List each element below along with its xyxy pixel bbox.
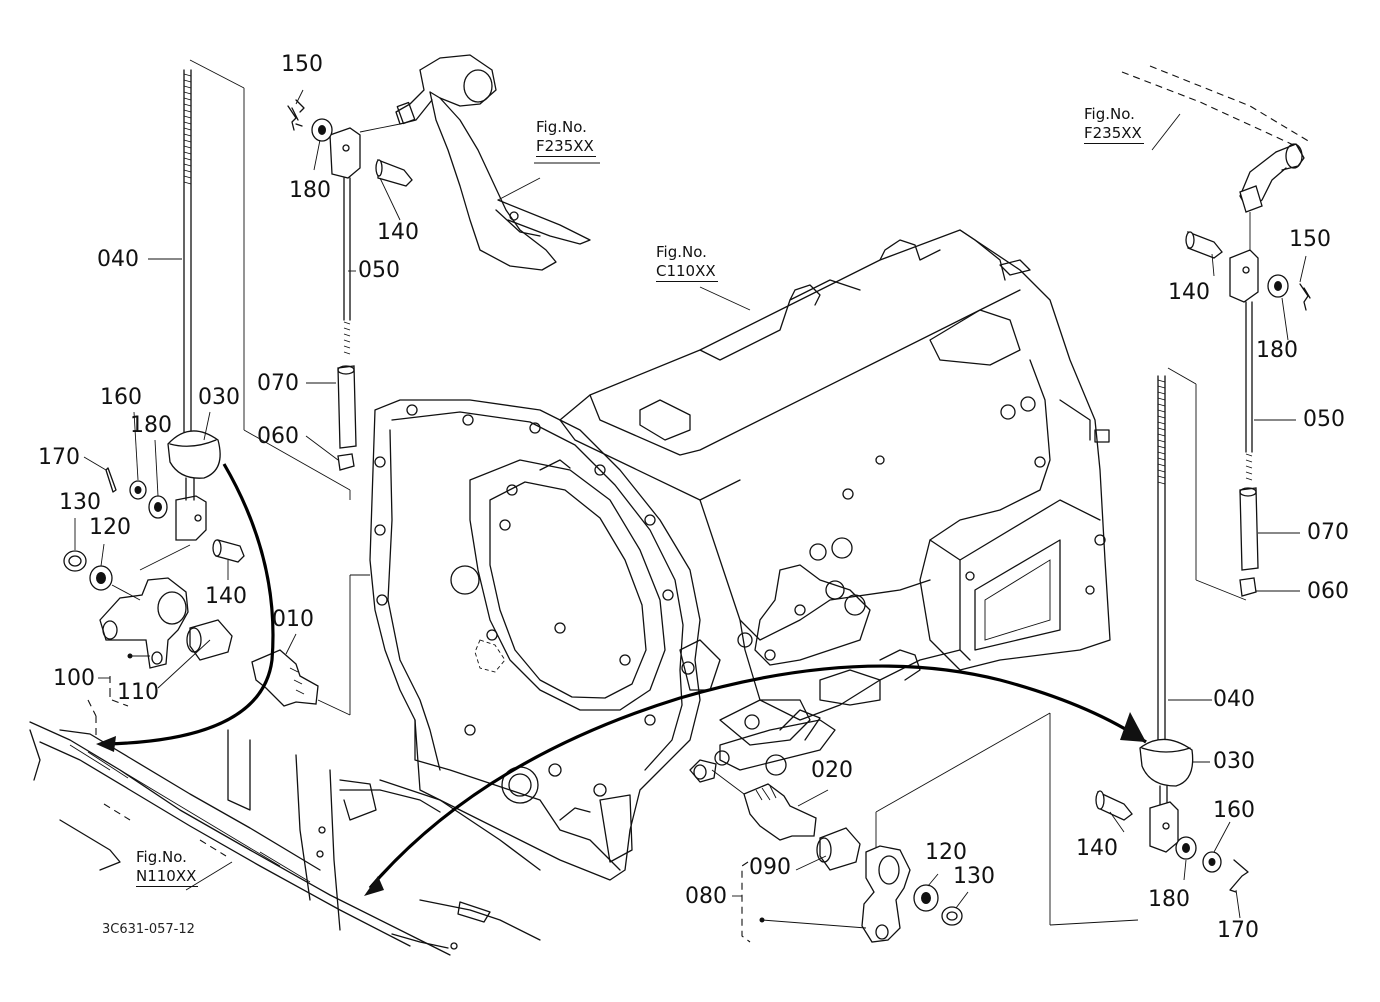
label-180-right-top: 180 xyxy=(1256,338,1298,363)
figref-c110: Fig.No. C110XX xyxy=(656,243,718,282)
label-060-right: 060 xyxy=(1307,579,1349,604)
figref-f235-left-line1: Fig.No. xyxy=(536,118,587,136)
label-070-right: 070 xyxy=(1307,520,1349,545)
label-140-right-bottom: 140 xyxy=(1076,836,1118,861)
label-160-right: 160 xyxy=(1213,798,1255,823)
figref-c110-line2: C110XX xyxy=(656,261,718,282)
figref-f235-left-line2: F235XX xyxy=(536,136,596,157)
label-170-right: 170 xyxy=(1217,918,1259,943)
figref-f235-right: Fig.No. F235XX xyxy=(1084,105,1144,144)
label-180-right-bottom: 180 xyxy=(1148,887,1190,912)
label-120-right: 120 xyxy=(925,840,967,865)
label-100: 100 xyxy=(53,666,95,691)
label-010: 010 xyxy=(272,607,314,632)
label-130-right: 130 xyxy=(953,864,995,889)
figref-f235-left: Fig.No. F235XX xyxy=(536,118,596,157)
label-070-left: 070 xyxy=(257,371,299,396)
connection-arcs xyxy=(96,463,1147,896)
label-030-right: 030 xyxy=(1213,749,1255,774)
label-150-left: 150 xyxy=(281,52,323,77)
label-140-right-top: 140 xyxy=(1168,280,1210,305)
label-120-left: 120 xyxy=(89,515,131,540)
label-140-left-bottom: 140 xyxy=(205,584,247,609)
figref-n110: Fig.No. N110XX xyxy=(136,848,199,887)
label-160-left: 160 xyxy=(100,385,142,410)
label-080: 080 xyxy=(685,884,727,909)
transmission-case xyxy=(369,229,1111,881)
figref-c110-line1: Fig.No. xyxy=(656,243,707,261)
label-130-left: 130 xyxy=(59,490,101,515)
label-150-right: 150 xyxy=(1289,227,1331,252)
label-110: 110 xyxy=(117,680,159,705)
label-030-left: 030 xyxy=(198,385,240,410)
figref-f235-right-line1: Fig.No. xyxy=(1084,105,1135,123)
right-lower-arm-assembly xyxy=(689,759,969,943)
label-020: 020 xyxy=(811,758,853,783)
label-040-left: 040 xyxy=(97,247,139,272)
label-050-left: 050 xyxy=(358,258,400,283)
left-pedal-rod-assembly xyxy=(287,54,751,471)
figref-n110-line1: Fig.No. xyxy=(136,848,187,866)
label-180-left-top: 180 xyxy=(289,178,331,203)
right-clutch-rod-assembly xyxy=(875,367,1249,926)
label-090: 090 xyxy=(749,855,791,880)
left-clutch-rod-assembly xyxy=(63,59,370,716)
figref-n110-line2: N110XX xyxy=(136,866,199,887)
figref-f235-right-line2: F235XX xyxy=(1084,123,1144,144)
label-060-left: 060 xyxy=(257,424,299,449)
label-050-right: 050 xyxy=(1303,407,1345,432)
lower-frame xyxy=(29,699,541,956)
label-140-left-top: 140 xyxy=(377,220,419,245)
drawing-code: 3C631-057-12 xyxy=(102,922,195,937)
label-180-left-mid: 180 xyxy=(130,413,172,438)
label-170-left: 170 xyxy=(38,445,80,470)
right-pedal-rod-assembly xyxy=(1121,65,1311,597)
label-040-right: 040 xyxy=(1213,687,1255,712)
